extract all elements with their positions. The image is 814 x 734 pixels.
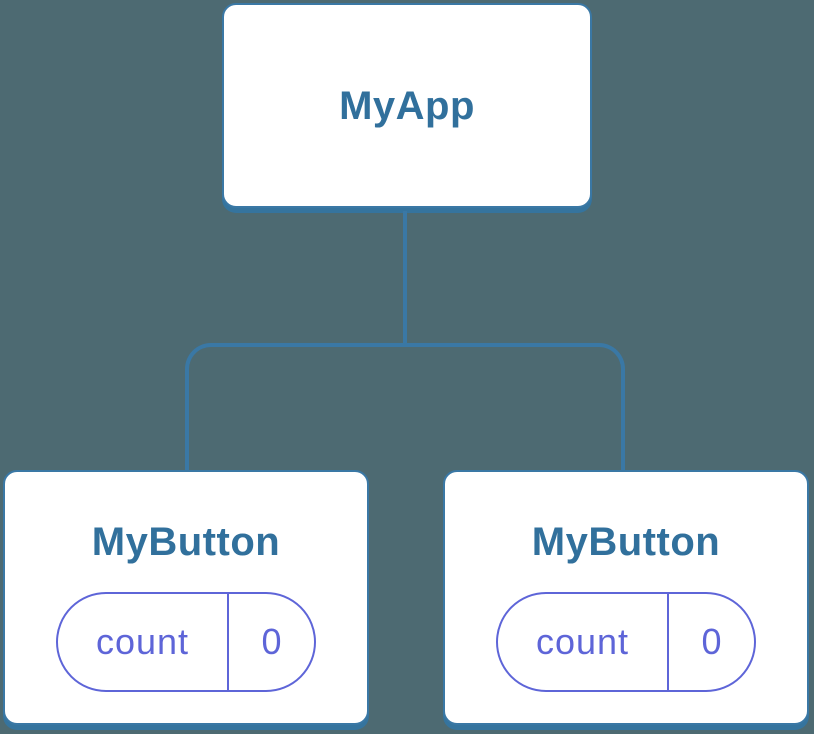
state-pill: count 0: [496, 592, 756, 692]
state-pill: count 0: [56, 592, 316, 692]
child-component-card-left: MyButton count 0: [3, 470, 369, 725]
child-component-label: MyButton: [531, 520, 721, 564]
state-value: 0: [701, 621, 722, 662]
child-component-label: MyButton: [91, 520, 281, 564]
state-value: 0: [261, 621, 282, 662]
state-key-label: count: [58, 594, 229, 690]
children-connector-bracket: [185, 343, 625, 470]
root-component-card: MyApp: [222, 3, 592, 208]
root-component-label: MyApp: [339, 83, 475, 128]
state-key-label: count: [498, 594, 669, 690]
child-component-card-right: MyButton count 0: [443, 470, 809, 725]
root-connector-line: [403, 211, 407, 347]
